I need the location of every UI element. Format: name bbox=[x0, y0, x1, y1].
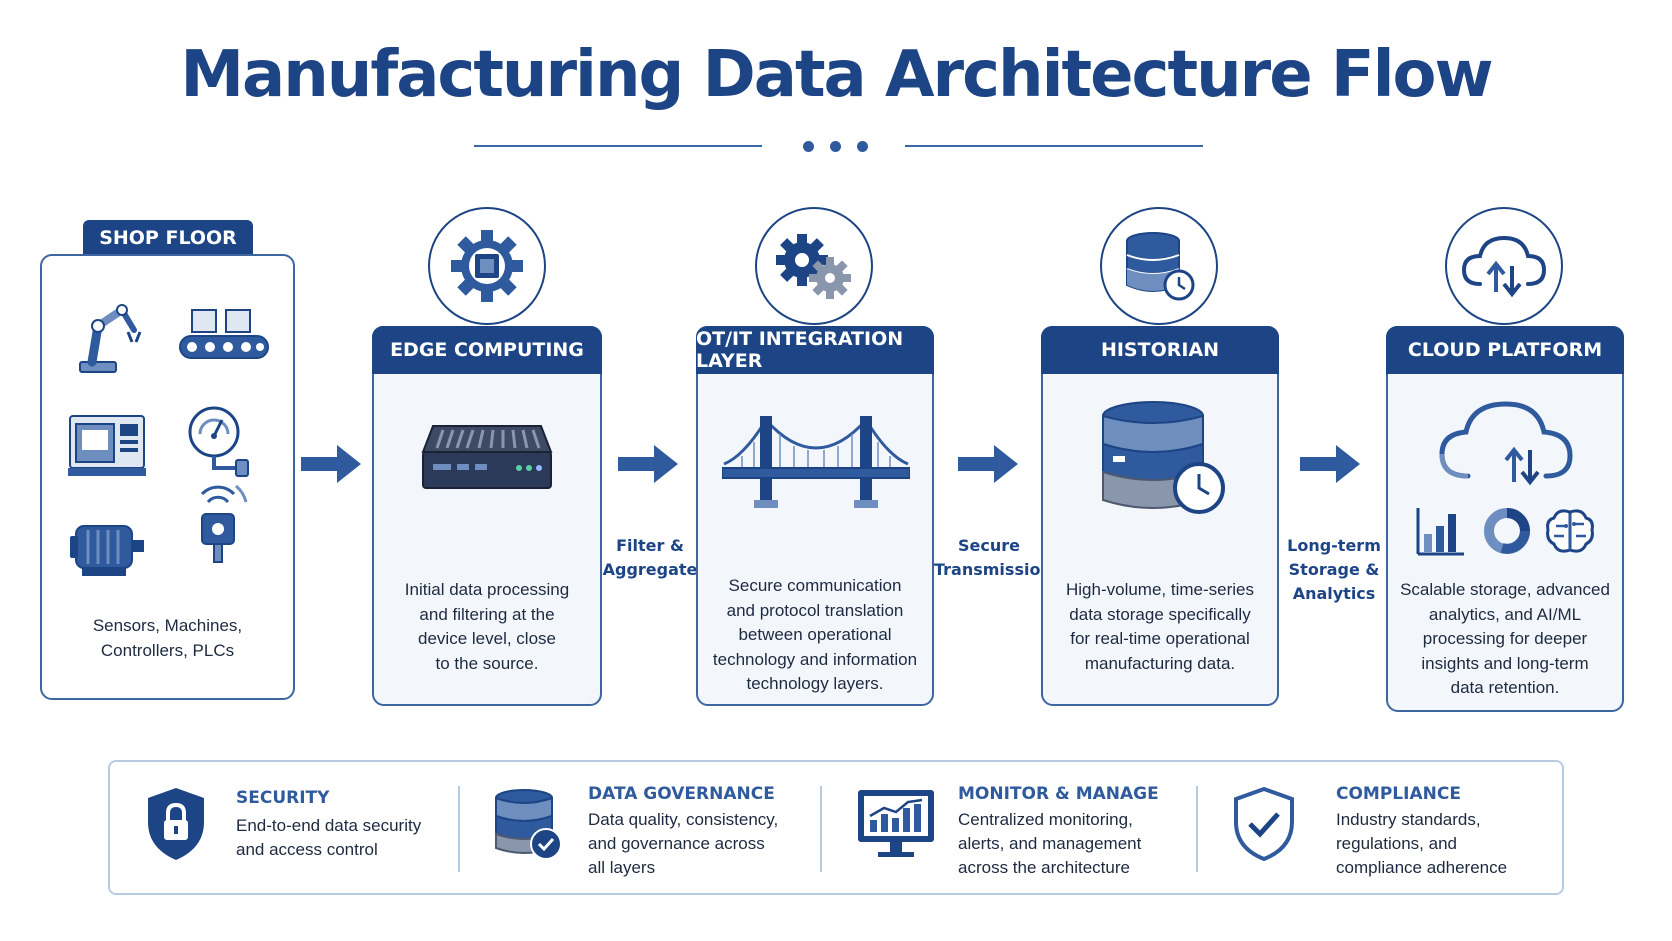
connector-label-storage: Long-term Storage & Analytics bbox=[1284, 534, 1384, 606]
feature-compliance: COMPLIANCE Industry standards, regulatio… bbox=[1198, 762, 1562, 893]
title-dot bbox=[803, 141, 814, 152]
integration-desc-line: technology layers. bbox=[746, 674, 884, 693]
feature-monitor: MONITOR & MANAGE Centralized monitoring,… bbox=[822, 762, 1182, 893]
conveyor-icon bbox=[176, 308, 272, 366]
flow-arrow bbox=[1300, 444, 1362, 484]
monitor-chart-icon bbox=[856, 788, 936, 860]
feature-desc-line: regulations, and bbox=[1336, 834, 1457, 853]
edge-desc-line: and filtering at the bbox=[419, 604, 555, 624]
wireless-sensor-icon bbox=[190, 478, 252, 568]
integration-desc-line: and protocol translation bbox=[726, 600, 904, 620]
historian-desc-line: High-volume, time-series bbox=[1066, 580, 1254, 599]
shop-floor-card: Sensors, Machines, Controllers, PLCs bbox=[40, 254, 295, 700]
feature-divider bbox=[820, 786, 822, 872]
flow-arrow bbox=[301, 444, 363, 484]
shop-floor-desc-line: Controllers, PLCs bbox=[100, 640, 235, 660]
cloud-badge bbox=[1445, 207, 1563, 325]
features-bar: SECURITY End-to-end data security and ac… bbox=[108, 760, 1564, 895]
cnc-machine-icon bbox=[68, 412, 148, 478]
historian-desc-line: data storage specifically bbox=[1069, 604, 1251, 624]
connector-label-line: Transmission bbox=[934, 560, 1052, 579]
historian-header: HISTORIAN bbox=[1041, 326, 1279, 374]
integration-desc-line: Secure communication bbox=[728, 576, 902, 595]
feature-desc-line: and governance across bbox=[588, 834, 765, 853]
database-clock-icon bbox=[1099, 400, 1229, 520]
connector-label-line: Storage & bbox=[1288, 560, 1380, 579]
edge-badge bbox=[428, 207, 546, 325]
feature-security: SECURITY End-to-end data security and ac… bbox=[110, 762, 460, 893]
gear-chip-icon bbox=[447, 226, 527, 306]
motor-icon bbox=[68, 518, 148, 580]
feature-desc-line: and access control bbox=[236, 840, 378, 859]
integration-desc-line: between operational bbox=[738, 625, 892, 644]
flow-arrow bbox=[618, 444, 680, 484]
edge-desc-line: device level, close bbox=[418, 629, 556, 648]
feature-desc-line: compliance adherence bbox=[1336, 858, 1508, 877]
cloud-desc-line: Scalable storage, advanced bbox=[1400, 580, 1610, 599]
cloud-platform-card: CLOUD PLATFORM Sc bbox=[1386, 326, 1624, 712]
title-dot bbox=[857, 141, 868, 152]
database-clock-icon bbox=[1123, 229, 1195, 303]
cloud-platform-header: CLOUD PLATFORM bbox=[1386, 326, 1624, 374]
shop-floor-tag: SHOP FLOOR bbox=[83, 220, 253, 256]
title-rule-right bbox=[905, 145, 1203, 147]
connector-label-secure: Secure Transmission bbox=[934, 534, 1052, 582]
feature-divider bbox=[458, 786, 460, 872]
historian-badge bbox=[1100, 207, 1218, 325]
title-dot bbox=[830, 141, 841, 152]
cloud-desc-line: data retention. bbox=[1450, 678, 1560, 697]
feature-desc-line: across the architecture bbox=[958, 858, 1130, 877]
cloud-desc-line: insights and long-term bbox=[1421, 653, 1589, 673]
feature-title: SECURITY bbox=[236, 788, 330, 808]
integration-badge bbox=[755, 207, 873, 325]
feature-title: COMPLIANCE bbox=[1336, 784, 1461, 804]
edge-desc-line: Initial data processing bbox=[404, 580, 570, 599]
page-title: Manufacturing Data Architecture Flow bbox=[180, 38, 1493, 112]
feature-desc-line: End-to-end data security bbox=[236, 816, 422, 835]
bridge-icon bbox=[722, 412, 910, 512]
cloud-sync-icon bbox=[1460, 234, 1548, 298]
feature-desc-line: Industry standards, bbox=[1336, 810, 1481, 829]
connector-label-line: Filter & bbox=[616, 536, 684, 555]
title-rule-left bbox=[474, 145, 762, 147]
shop-floor-desc-line: Sensors, Machines, bbox=[92, 616, 243, 635]
cloud-sync-icon bbox=[1438, 398, 1574, 488]
connector-label-line: Aggregate bbox=[602, 560, 698, 579]
edge-computing-card: EDGE COMPUTING Initial data processing a… bbox=[372, 326, 602, 706]
integration-card: OT/IT INTEGRATION LAYER Secure communica… bbox=[696, 326, 934, 706]
database-check-icon bbox=[494, 788, 564, 862]
feature-desc-line: alerts, and management bbox=[958, 834, 1142, 853]
feature-title: DATA GOVERNANCE bbox=[588, 784, 775, 804]
shield-check-icon bbox=[1232, 786, 1296, 862]
bar-chart-icon bbox=[1416, 504, 1466, 556]
connector-label-line: Analytics bbox=[1292, 584, 1376, 603]
connector-label-filter: Filter & Aggregate bbox=[598, 534, 702, 582]
cloud-desc-line: analytics, and AI/ML bbox=[1428, 604, 1582, 624]
gears-icon bbox=[772, 230, 856, 302]
feature-governance: DATA GOVERNANCE Data quality, consistenc… bbox=[460, 762, 820, 893]
historian-card: HISTORIAN High-volume, time-series data … bbox=[1041, 326, 1279, 706]
edge-desc-line: to the source. bbox=[435, 653, 539, 673]
edge-device-icon bbox=[419, 416, 555, 496]
feature-title: MONITOR & MANAGE bbox=[958, 784, 1159, 804]
flow-arrow bbox=[958, 444, 1020, 484]
connector-label-line: Secure bbox=[958, 536, 1020, 555]
integration-header: OT/IT INTEGRATION LAYER bbox=[696, 326, 934, 374]
historian-desc-line: manufacturing data. bbox=[1084, 653, 1236, 673]
gauge-icon bbox=[186, 404, 256, 484]
feature-desc-line: Data quality, consistency, bbox=[588, 810, 779, 829]
donut-chart-icon bbox=[1482, 506, 1532, 556]
robot-arm-icon bbox=[70, 296, 148, 380]
feature-desc-line: all layers bbox=[588, 858, 656, 877]
historian-desc-line: for real-time operational bbox=[1070, 629, 1250, 648]
shield-lock-icon bbox=[144, 786, 208, 862]
cloud-desc-line: processing for deeper bbox=[1422, 629, 1588, 648]
feature-desc-line: Centralized monitoring, bbox=[958, 810, 1133, 829]
integration-desc-line: technology and information bbox=[712, 649, 918, 669]
edge-computing-header: EDGE COMPUTING bbox=[372, 326, 602, 374]
feature-divider bbox=[1196, 786, 1198, 872]
brain-ai-icon bbox=[1544, 506, 1596, 556]
connector-label-line: Long-term bbox=[1287, 536, 1381, 555]
